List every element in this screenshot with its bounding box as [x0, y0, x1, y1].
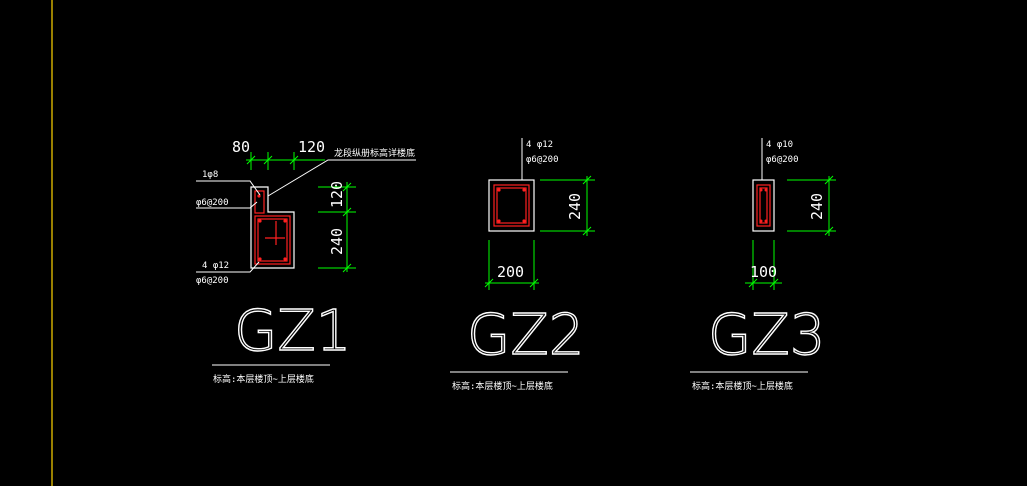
gz1-leader-stub-bar	[196, 180, 261, 196]
column-gz3: 4 φ10 φ6@200 240 100 GZ3 标高:本层楼顶~上层楼底	[690, 138, 836, 392]
gz3-side-dimension	[787, 175, 836, 236]
gz2-rebar-cage	[493, 184, 530, 227]
gz1-note-stub-stirrup: φ6@200	[196, 198, 229, 208]
gz3-section-outline	[752, 179, 775, 232]
column-gz2: 4 φ12 φ6@200 240 200 GZ2 标高:本层楼顶~上层楼	[450, 138, 595, 392]
gz3-dim-width: 100	[750, 263, 777, 281]
gz1-dim-side-lower: 240	[328, 228, 346, 255]
gz1-dim-top-right: 120	[298, 138, 325, 156]
gz2-dim-width: 200	[497, 263, 524, 281]
gz1-note-top-right: 龙段纵册标高详楼底	[334, 147, 415, 159]
gz1-stub-rebar	[254, 190, 265, 214]
gz1-side-dimension	[318, 182, 356, 273]
gz3-rebar-cage	[756, 184, 771, 227]
gz1-title: GZ1	[234, 299, 351, 364]
gz2-side-dimension	[540, 175, 595, 236]
gz2-dim-height: 240	[566, 193, 584, 220]
gz1-top-dimension	[246, 152, 325, 170]
gz3-dim-height: 240	[808, 193, 826, 220]
gz3-bottom-dimension	[745, 240, 782, 290]
gz1-note-main-stirrup: φ6@200	[196, 276, 229, 286]
gz2-note-main-stirrup: φ6@200	[526, 155, 559, 165]
gz1-main-rebar-cage	[254, 215, 291, 265]
gz2-section-outline	[488, 179, 535, 232]
gz1-footnote: 标高:本层楼顶~上层楼底	[213, 373, 314, 385]
column-gz1: 80 120 龙段纵册标高详楼底 1φ8 φ6@200 4 φ12 φ6@200	[196, 138, 416, 385]
gz3-footnote: 标高:本层楼顶~上层楼底	[692, 380, 793, 392]
gz1-note-main-bars: 4 φ12	[202, 261, 229, 271]
gz1-section-outline	[250, 186, 295, 269]
gz2-bottom-dimension	[484, 240, 539, 290]
gz1-leader-stub-stirrup	[196, 201, 258, 209]
gz2-footnote: 标高:本层楼顶~上层楼底	[452, 380, 553, 392]
gz1-leader-main-bars	[196, 261, 260, 273]
gz1-note-stub-bar: 1φ8	[202, 170, 218, 180]
gz1-dim-side-upper: 120	[328, 181, 346, 208]
gz1-dim-top-left: 80	[232, 138, 250, 156]
gz3-note-main-bars: 4 φ10	[766, 140, 793, 150]
gz3-note-main-stirrup: φ6@200	[766, 155, 799, 165]
gz2-note-main-bars: 4 φ12	[526, 140, 553, 150]
gz1-note-leader	[267, 159, 416, 197]
gz2-title: GZ2	[467, 303, 584, 368]
gz3-title: GZ3	[708, 303, 825, 368]
